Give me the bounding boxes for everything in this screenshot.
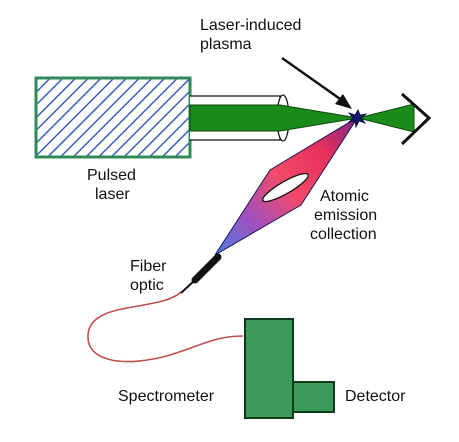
laser-beam	[189, 104, 359, 132]
beam-arrowhead	[400, 92, 432, 146]
emission-label-line2: emission	[314, 207, 377, 224]
emission-label-line1: Atomic	[320, 188, 369, 205]
fiber-label-line2: optic	[130, 277, 164, 294]
spectrometer-label: Spectrometer	[118, 388, 215, 405]
fiber-cable	[87, 291, 244, 363]
laser-label-line1: Pulsed	[87, 167, 136, 184]
collection-lens	[262, 172, 309, 203]
laser-beam-exit	[357, 103, 415, 133]
plasma-pointer-arrowhead	[335, 94, 352, 109]
plasma-pointer-line	[281, 56, 344, 103]
emission-label-line3: collection	[310, 226, 377, 243]
detector-box	[292, 381, 335, 413]
fiber-connector	[191, 253, 222, 284]
fiber-label-line1: Fiber	[130, 258, 167, 275]
plasma-label-line1: Laser-induced	[200, 17, 301, 34]
detector-label: Detector	[345, 388, 406, 405]
spectrometer-box	[244, 318, 294, 419]
plasma-label-line2: plasma	[200, 36, 252, 53]
plasma-spark	[347, 109, 368, 129]
pulsed-laser-box	[34, 76, 192, 159]
laser-label-line2: laser	[95, 186, 130, 203]
